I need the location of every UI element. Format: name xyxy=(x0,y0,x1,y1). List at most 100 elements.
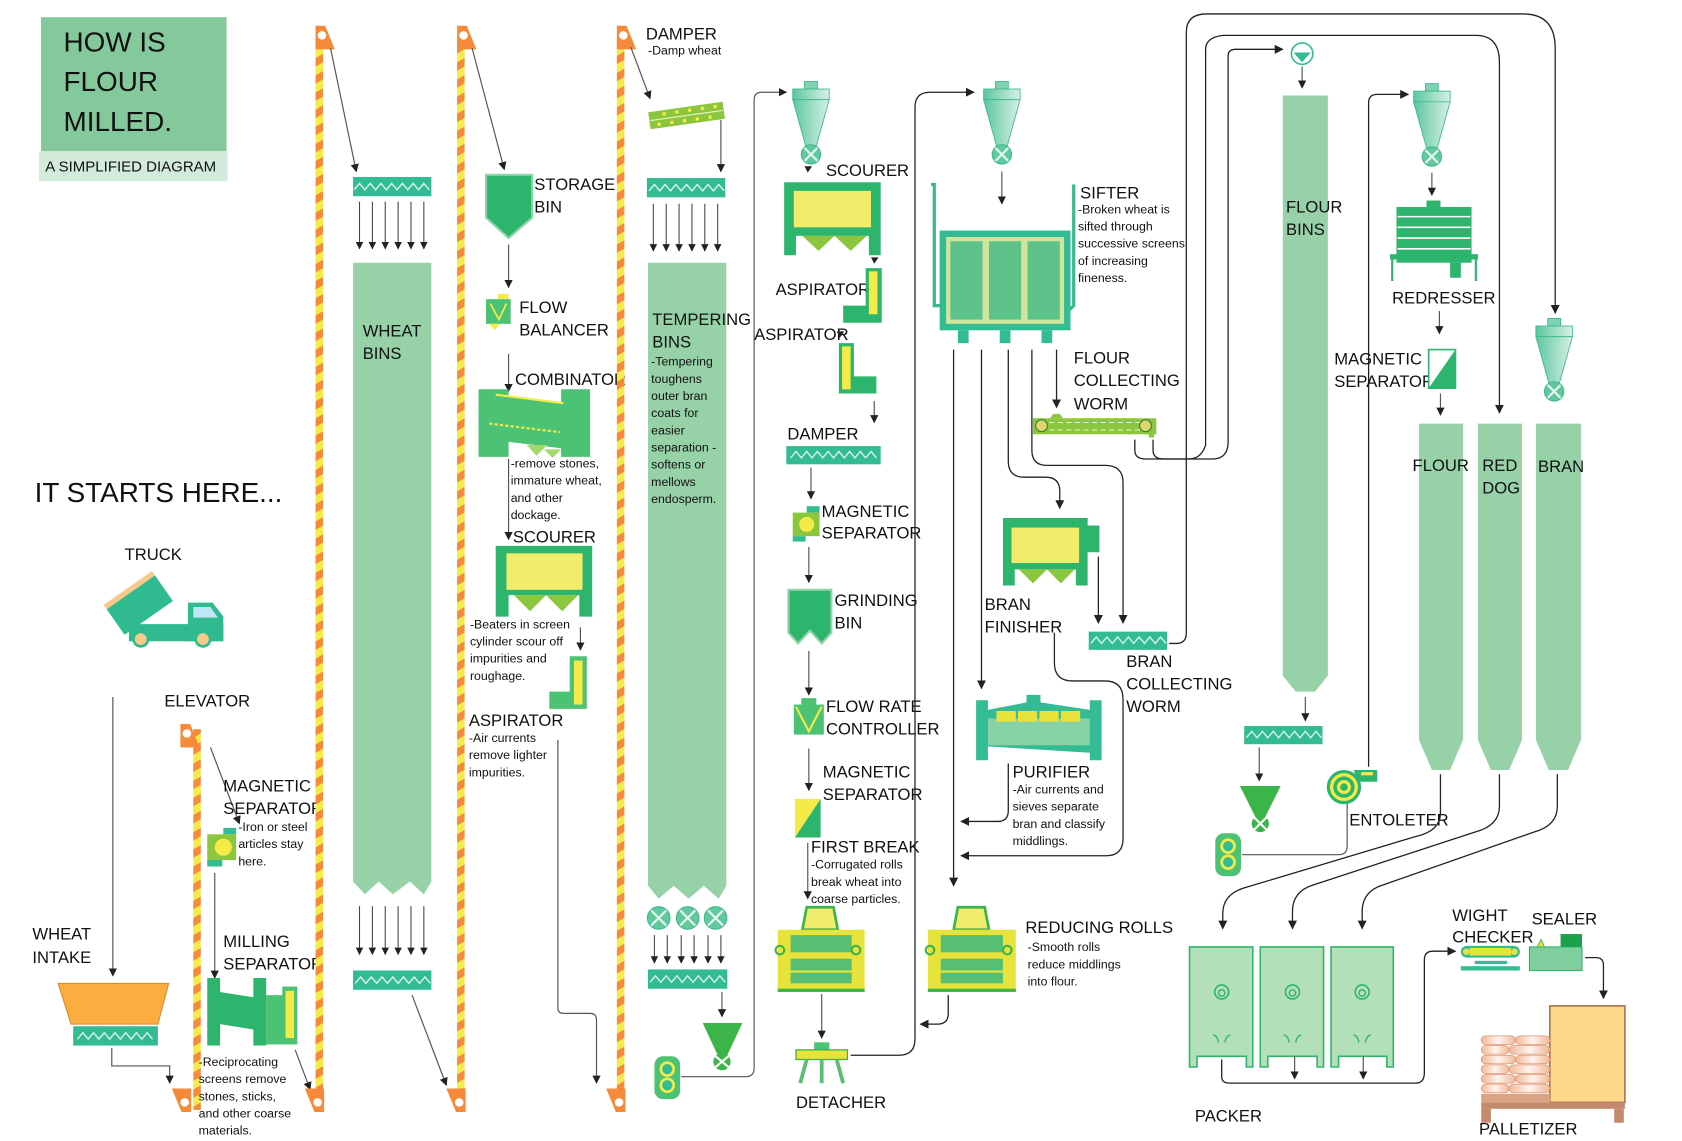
silo-bran-label: BRAN xyxy=(1538,457,1584,476)
aspirator1-note-1: -Air currents xyxy=(469,731,536,745)
wheat-intake: WHEAT INTAKE xyxy=(32,924,170,1046)
aspirator-3: ASPIRATOR xyxy=(754,325,877,394)
flour-bins-label-2: BINS xyxy=(1286,220,1325,239)
sifter-note-5: fineness. xyxy=(1078,271,1127,285)
aspirator1-label: ASPIRATOR xyxy=(469,711,563,730)
elevator-2 xyxy=(304,25,335,1113)
magsep3-label-1: MAGNETIC xyxy=(823,762,911,781)
tempering-note-4: coats for xyxy=(651,406,698,420)
sealer-label: SEALER xyxy=(1532,909,1598,928)
aspirator-1: ASPIRATOR -Air currents remove lighter i… xyxy=(469,656,587,779)
purifier-note-2: sieves separate xyxy=(1013,800,1099,814)
damper-2: DAMPER xyxy=(786,425,881,465)
combinator-note-1: -remove stones, xyxy=(511,457,599,471)
packer-unit xyxy=(1259,946,1325,1068)
flow-balancer: FLOW BALANCER xyxy=(486,293,609,340)
entoleter-label: ENTOLETER xyxy=(1349,811,1448,830)
redresser: REDRESSER xyxy=(1390,200,1496,307)
tempering-note-2: toughens xyxy=(651,372,702,386)
magnetic-separator-3: MAGNETIC SEPARATOR xyxy=(794,762,923,838)
magsep2-label-2: SEPARATOR xyxy=(822,523,922,542)
packer-unit xyxy=(1188,946,1254,1068)
valve-icon xyxy=(703,905,728,931)
scourer1-note-4: roughage. xyxy=(470,669,526,683)
valve-icon xyxy=(646,905,672,931)
truck-label: TRUCK xyxy=(125,545,182,564)
silo-flour-label: FLOUR xyxy=(1413,456,1469,475)
bcw-label-1: BRAN xyxy=(1126,652,1172,671)
subtitle: A SIMPLIFIED DIAGRAM xyxy=(45,159,216,176)
grinding-label-1: GRINDING xyxy=(835,591,918,610)
flow-reducing-to-return xyxy=(919,995,949,1029)
entoleter: ENTOLETER xyxy=(1326,769,1449,830)
aspirator-2: ASPIRATOR xyxy=(776,268,882,323)
tempering-note-3: outer bran xyxy=(651,389,707,403)
milling-note-2: screens remove xyxy=(199,1072,287,1086)
scourer1-note-2: cylinder scour off xyxy=(470,635,564,649)
magsep1-label-1: MAGNETIC xyxy=(223,776,311,795)
magsep1-note-1: -Iron or steel xyxy=(238,820,307,834)
tempering-note-6: separation - xyxy=(651,440,716,454)
reducing-rolls: REDUCING ROLLS -Smooth rolls reduce midd… xyxy=(924,905,1173,992)
title-line-2: FLOUR xyxy=(64,66,158,97)
reducing-note-1: -Smooth rolls xyxy=(1028,940,1101,954)
flow-aspirator-to-elevator4 xyxy=(557,739,601,1084)
storage-bin: STORAGE BIN xyxy=(484,173,615,240)
wheat-intake-label-2: INTAKE xyxy=(32,948,91,967)
damper-1: DAMPER -Damp wheat xyxy=(646,25,725,130)
palletizer: PALLETIZER xyxy=(1479,1005,1626,1139)
palletizer-label: PALLETIZER xyxy=(1479,1120,1577,1139)
damper-screw-icon xyxy=(648,101,725,130)
wheat-bins: WHEAT BINS xyxy=(353,176,432,990)
cyclone-icon xyxy=(982,80,1022,166)
milling-separator: MILLING SEPARATOR -Reciprocating screens… xyxy=(199,932,323,1138)
hopper-valve xyxy=(702,1023,743,1071)
flow-bins-to-elevator3 xyxy=(411,994,448,1087)
wheat-intake-label-1: WHEAT xyxy=(32,924,91,943)
flow-pump-to-entoleter xyxy=(1242,795,1348,856)
flow-to-red-dog xyxy=(1152,34,1504,460)
truck-icon xyxy=(103,571,224,648)
flow-balancer-label-1: FLOW xyxy=(519,298,567,317)
sifter-note-4: of increasing xyxy=(1078,254,1148,268)
flow-sealer-to-palletizer xyxy=(1585,956,1608,1000)
magsep3-label-2: SEPARATOR xyxy=(823,785,923,804)
bran-finisher-label-1: BRAN xyxy=(985,595,1031,614)
wheat-bins-label-2: BINS xyxy=(363,344,402,363)
flow-flour-worm-to-flour-bins xyxy=(1134,44,1284,460)
magnetic-separator-1: MAGNETIC SEPARATOR -Iron or steel articl… xyxy=(207,776,323,868)
title-line-3: MILLED. xyxy=(64,106,172,137)
magsep4-label-2: SEPARATOR xyxy=(1334,372,1434,391)
magsep1-label-2: SEPARATOR xyxy=(223,799,323,818)
scourer-1: SCOURER -Beaters in screen cylinder scou… xyxy=(470,528,596,683)
sifter: SIFTER -Broken wheat is sifted through s… xyxy=(931,182,1185,344)
combinator-note-4: dockage. xyxy=(511,508,561,522)
flour-bins-label-1: FLOUR xyxy=(1286,197,1342,216)
cyclone-icon xyxy=(1412,82,1452,168)
flow-finisher-to-reducing xyxy=(960,632,1124,861)
intro-text: IT STARTS HERE... xyxy=(35,477,283,508)
weight-checker-label-2: CHECKER xyxy=(1452,928,1533,947)
sifter-note-2: sifted through xyxy=(1078,220,1153,234)
storage-bin-label-1: STORAGE xyxy=(534,175,615,194)
fcw-label-2: COLLECTING xyxy=(1074,371,1180,390)
silo-red-dog: RED DOG xyxy=(1477,423,1522,770)
first-break: FIRST BREAK -Corrugated rolls break whea… xyxy=(774,838,920,992)
damper1-label: DAMPER xyxy=(646,25,717,44)
tempering-note-8: mellows xyxy=(651,475,696,489)
aspirator2-label: ASPIRATOR xyxy=(776,280,870,299)
flow-elevator3-to-storage xyxy=(471,48,507,171)
milling-note-3: stones, sticks, xyxy=(199,1089,276,1103)
conveyor-icon xyxy=(353,176,432,197)
packer-unit xyxy=(1330,946,1395,1068)
damper2-label: DAMPER xyxy=(787,425,858,444)
combinator: COMBINATOR -remove stones, immature whea… xyxy=(478,370,626,522)
scourer1-note-1: -Beaters in screen xyxy=(470,617,570,631)
packer-label: PACKER xyxy=(1195,1107,1262,1126)
first-break-note-3: coarse particles. xyxy=(811,892,901,906)
grinding-bin: GRINDING BIN xyxy=(787,588,918,646)
flow-elevator2-to-conveyor xyxy=(329,48,359,173)
fcw-label-1: FLOUR xyxy=(1074,349,1130,368)
milling-note-1: -Reciprocating xyxy=(199,1055,279,1069)
